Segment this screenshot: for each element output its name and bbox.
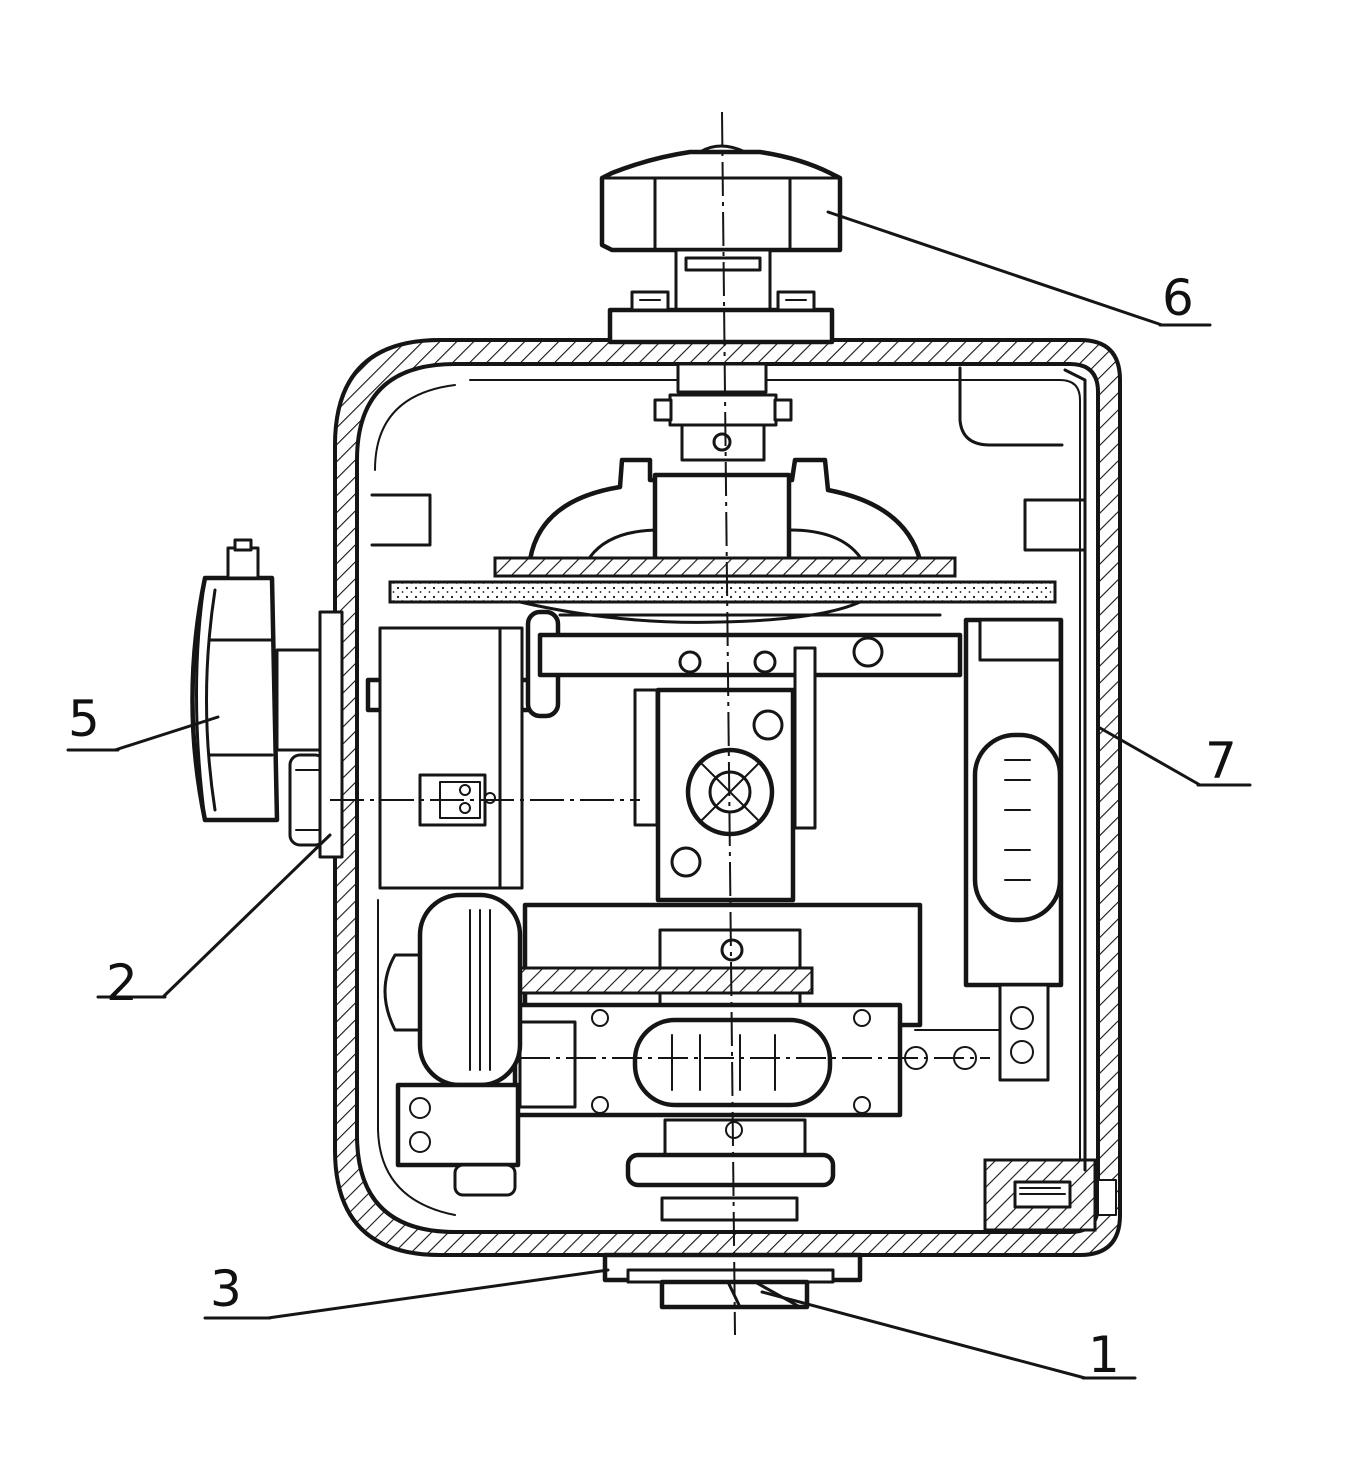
housing-wall — [333, 338, 1122, 1257]
leader-line-6 — [826, 210, 1164, 327]
leader-line-2 — [161, 833, 332, 999]
leader-line-7 — [1098, 726, 1202, 787]
callout-2: 2 — [106, 954, 138, 1012]
callout-6: 6 — [1162, 269, 1194, 327]
leader-line-1 — [760, 1290, 1087, 1380]
centerlines — [330, 111, 990, 1336]
left-handwheel — [190, 538, 344, 859]
callout-labels: 6 7 5 2 3 1 — [68, 269, 1237, 1384]
callout-7: 7 — [1205, 732, 1237, 790]
gear-rack — [510, 966, 814, 995]
friction-plate — [388, 580, 1057, 604]
leader-line-5 — [113, 715, 220, 752]
right-oval-cam — [972, 732, 1063, 923]
hatched-plate — [493, 556, 957, 578]
leader-line-3 — [266, 1268, 610, 1320]
central-block — [537, 632, 963, 903]
callout-5: 5 — [68, 690, 100, 748]
left-shaft-assembly — [365, 609, 561, 890]
callout-3: 3 — [210, 1260, 242, 1318]
lower-mechanism — [383, 892, 923, 1310]
callout-1: 1 — [1088, 1326, 1120, 1384]
upper-mechanism — [388, 457, 1057, 624]
housing — [333, 338, 1122, 1257]
leader-lines — [66, 210, 1252, 1380]
top-handwheel — [599, 144, 843, 462]
